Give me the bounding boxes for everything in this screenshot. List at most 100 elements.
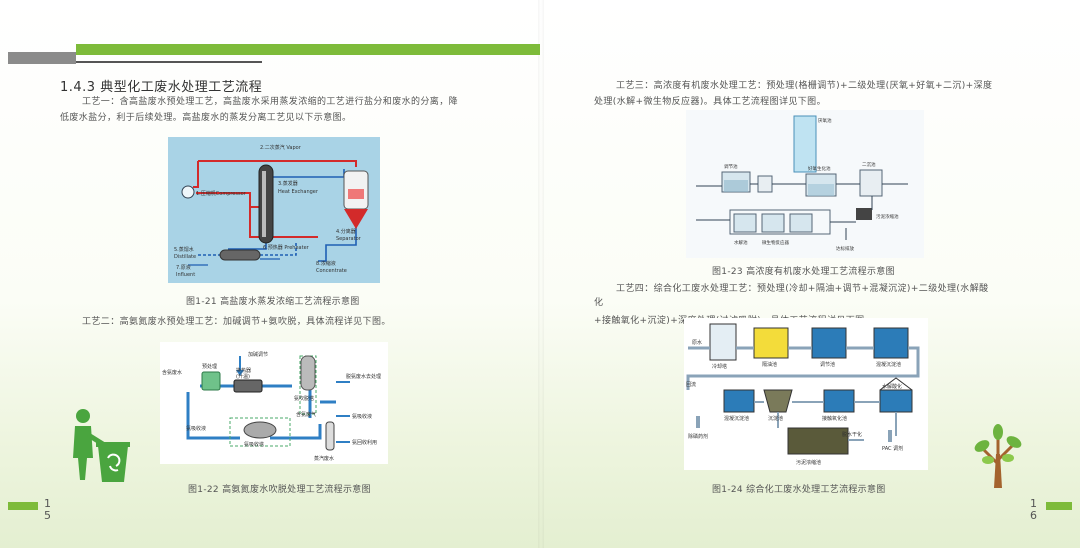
label-hydrolysis: 水解池 (734, 239, 748, 246)
label-adjust: 调节池 (724, 163, 738, 170)
stripping-tower (300, 355, 316, 391)
label-reuse: 氨吸收液 (352, 413, 372, 420)
settle-tank (859, 169, 883, 197)
label-heater2: (升温) (236, 373, 250, 380)
paragraph-line: 工艺三：高浓度有机废水处理工艺：预处理(格栅调节)+二级处理(厌氧+好氧+二沉)… (616, 81, 993, 91)
sludge-tank (856, 208, 872, 220)
label-pac: PAC 调剂 (882, 445, 903, 452)
concentrate-pipe (318, 225, 357, 262)
header-gray-bar (8, 52, 76, 64)
sludge-tank (787, 427, 849, 455)
label-oil: 隔油池 (762, 361, 777, 368)
label-settle: 沉淀池 (768, 415, 783, 422)
page-number-bar (1046, 502, 1072, 510)
label-tower: 氨吹脱塔 (294, 395, 314, 402)
label-dosing: 除磷药剂 (688, 433, 708, 440)
vapor-return-pipe (249, 207, 318, 238)
hydro-roof (879, 377, 913, 391)
tree-icon (974, 424, 1022, 488)
adjust-tank (811, 327, 847, 359)
pipe-bottom (186, 392, 322, 440)
preheater-icon (219, 249, 261, 261)
header-green-bar (76, 44, 540, 55)
label-contact: 接触氧化池 (822, 415, 847, 422)
flow-lines (696, 183, 908, 240)
page-digit: 6 (1030, 509, 1037, 522)
paragraph-line: 处理(水解+微生物反应器)。具体工艺流程图详见下图。 (594, 97, 826, 107)
paragraph-line: 工艺一：含高盐废水预处理工艺，高盐废水采用蒸发浓缩的工艺进行盐分和废水的分离，降 (82, 97, 459, 107)
hydro-tank (879, 389, 913, 413)
absorb-frame (229, 417, 291, 447)
label-separator: 4.分离器 (336, 228, 356, 235)
outlet-arrows (336, 381, 350, 443)
label-heater: 换热器 (236, 367, 251, 374)
label-press: 脱水干化 (842, 431, 862, 438)
page-number-left: 1 5 (44, 498, 51, 522)
caption-fig-1-24: 图1-24 综合化工废水处理工艺流程示意图 (712, 485, 886, 495)
label-adjust: 调节池 (820, 361, 835, 368)
label-sed: 混凝沉淀池 (724, 415, 749, 422)
label-recycle: 回流 (686, 381, 696, 388)
settle-tank (763, 389, 793, 413)
label-recycle: 氨吸收液 (186, 425, 206, 432)
paragraph-line: 低废水盐分，利于后续处理。高盐废水的蒸发分离工艺见以下示意图。 (60, 113, 352, 123)
label-sludge: 污泥浓缩池 (796, 459, 821, 466)
label-distillate-en: Distillate (174, 254, 196, 260)
label-separator-en: Separator (336, 236, 362, 242)
anaerobic-tower (793, 115, 817, 173)
label-concentrate: 8.浓缩液 (316, 260, 336, 267)
integrated-wastewater-diagram: 原水 冷却塔 隔油池 调节池 混凝沉淀池 回流 混凝沉淀池 沉淀池 接触氧化池 … (684, 318, 928, 470)
label-reuse2: 氨回收利用 (352, 439, 377, 446)
page-number-bar (8, 502, 38, 510)
page-digit: 1 (1030, 497, 1037, 510)
influent-pipe (188, 258, 280, 266)
paragraph-line: 化 (594, 298, 604, 308)
label-feed: 7.原液 (176, 264, 191, 271)
cooling-tower (709, 323, 737, 361)
page-gutter (538, 0, 544, 548)
label-pretreat: 预处理 (202, 363, 217, 370)
separator-cone (344, 209, 368, 229)
caption-fig-1-23: 图1-23 高浓度有机废水处理工艺流程示意图 (712, 267, 895, 277)
label-exchanger: 3.蒸发器 (278, 180, 298, 187)
label-bioreactor: 微生物反应器 (762, 239, 789, 246)
separator-liquid (348, 189, 364, 199)
label-compressor: 1.压缩机Compressor (196, 190, 247, 197)
compressor-icon (181, 185, 195, 199)
label-concentrate-en: Concentrate (316, 268, 347, 274)
label-preheater: 6.预热器 Preheater (263, 244, 310, 251)
page-digit: 5 (44, 509, 51, 522)
heater-icon (233, 379, 263, 393)
label-feed-en: Influent (176, 272, 195, 278)
oil-separator (753, 327, 789, 359)
hydrolysis-tank (733, 213, 757, 233)
figure-1-21: 2.二次蒸汽 Vapor 1.压缩机Compressor 3.蒸发器 Heat … (168, 137, 380, 283)
vapor-pipe (193, 161, 199, 188)
paragraph-line: 工艺四：综合化工废水处理工艺：预处理(冷却+隔油+调节+混凝沉淀)+二级处理(水… (616, 284, 989, 294)
sub-pipes (754, 401, 897, 441)
label-alkali: 加碱调节 (248, 351, 268, 358)
label-exchanger-en: Heat Exchanger (278, 189, 319, 195)
paragraph-process-two: 工艺二：高氨氮废水预处理工艺：加碱调节+氨吹脱，具体流程详见下图。 (82, 317, 391, 327)
caption-fig-1-22: 图1-22 高氨氮废水吹脱处理工艺流程示意图 (188, 485, 371, 495)
label-influent: 含氨废水 (162, 369, 182, 376)
column-right (325, 421, 335, 451)
ammonia-stripping-diagram: 含氨废水 预处理 加碱调节 换热器 (升温) 氨吹脱塔 含氨废气 氨吸收塔 氨吸… (160, 342, 388, 464)
recycle-bin-icon (73, 409, 130, 482)
sed-tank (723, 389, 755, 413)
label-absorb: 氨吸收塔 (244, 441, 264, 448)
dosing-arrows (696, 416, 892, 442)
figure-1-24: 原水 冷却塔 隔油池 调节池 混凝沉淀池 回流 混凝沉淀池 沉淀池 接触氧化池 … (684, 318, 928, 470)
paragraph-process-one: 工艺一：含高盐废水预处理工艺，高盐废水采用蒸发浓缩的工艺进行盐分和废水的分离，降… (60, 94, 522, 126)
section-heading: 1.4.3 典型化工废水处理工艺流程 (60, 80, 263, 95)
exchanger-highlight (262, 171, 266, 237)
main-pipe (686, 346, 920, 390)
absorber-tank (243, 421, 277, 439)
label-gas: 含氨废气 (296, 411, 316, 418)
label-hydro: 水解酸化 (882, 383, 902, 390)
label-out: 脱氨废水去处理 (346, 373, 381, 380)
figure-1-23: 调节池 厌氧池 好氧生化池 二沉池 水解池 微生物反应器 污泥浓缩池 达标排放 (686, 110, 924, 258)
label-anaerobic: 厌氧池 (818, 117, 832, 124)
coag-tank (873, 327, 909, 359)
